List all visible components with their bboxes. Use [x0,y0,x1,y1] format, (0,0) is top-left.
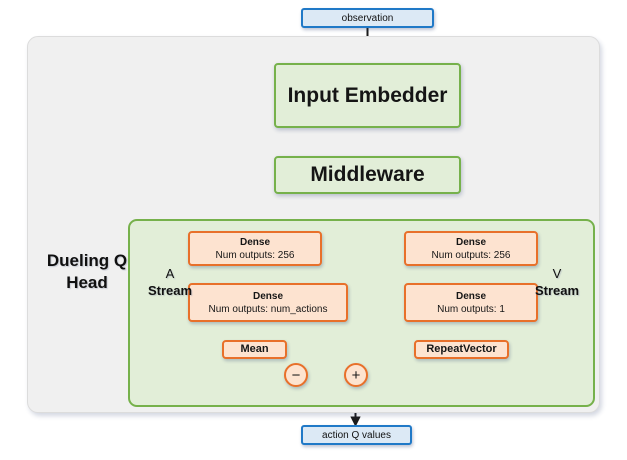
mean-node[interactable]: Mean [222,340,287,359]
action-q-values-label: action Q values [322,429,391,441]
a-stream-dense-256-node[interactable]: Dense Num outputs: 256 [188,231,322,266]
middleware-node[interactable]: Middleware [274,156,461,194]
a-stream-dense-256-title: Dense [239,236,270,248]
dueling-q-head-label: Dueling Q Head [32,250,142,294]
input-embedder-label: Input Embedder [287,83,448,107]
subtract-symbol: − [291,366,301,384]
v-stream-dense-256-title: Dense [455,236,486,248]
v-stream-word: Stream [534,283,580,298]
v-stream-dense-256-node[interactable]: Dense Num outputs: 256 [404,231,538,266]
dueling-q-head-line2: Head [66,273,108,292]
subtract-operator[interactable]: − [284,363,308,387]
v-stream-label: V Stream [525,265,589,299]
add-symbol: + [351,366,361,384]
input-embedder-node[interactable]: Input Embedder [274,63,461,128]
add-operator[interactable]: + [344,363,368,387]
a-stream-dense-actions-subtitle: Num outputs: num_actions [208,303,328,315]
repeat-vector-label: RepeatVector [426,343,497,355]
v-stream-dense-1-subtitle: Num outputs: 1 [437,303,505,315]
v-stream-dense-256-subtitle: Num outputs: 256 [431,249,511,261]
middleware-label: Middleware [310,163,425,186]
mean-label: Mean [240,343,269,355]
a-stream-word: Stream [147,283,193,298]
a-stream-dense-256-subtitle: Num outputs: 256 [215,249,295,261]
observation-label: observation [341,12,394,24]
observation-node[interactable]: observation [301,8,434,28]
dueling-q-head-line1: Dueling Q [46,251,128,270]
a-stream-dense-actions-node[interactable]: Dense Num outputs: num_actions [188,283,348,322]
a-stream-letter: A [165,266,175,281]
action-q-values-node[interactable]: action Q values [301,425,412,445]
repeat-vector-node[interactable]: RepeatVector [414,340,509,359]
v-stream-letter: V [552,266,562,281]
a-stream-label: A Stream [138,265,202,299]
v-stream-dense-1-title: Dense [455,290,486,302]
v-stream-dense-1-node[interactable]: Dense Num outputs: 1 [404,283,538,322]
a-stream-dense-actions-title: Dense [252,290,283,302]
